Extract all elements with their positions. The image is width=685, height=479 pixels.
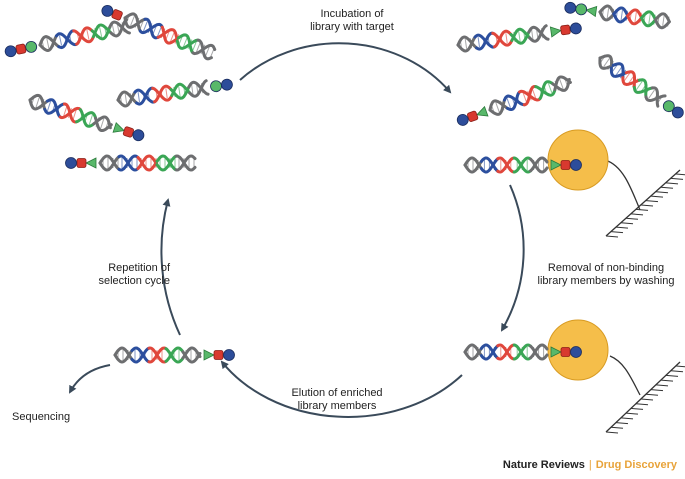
arrow-incubation <box>239 42 452 94</box>
target-bead-1 <box>547 129 641 211</box>
target-bead-2 <box>547 319 641 396</box>
library-member <box>28 93 145 142</box>
library-member <box>564 1 671 30</box>
publisher-name: Nature Reviews <box>502 459 585 471</box>
library-member <box>116 78 233 108</box>
journal-credit: Nature Reviews|Drug Discovery <box>503 459 677 471</box>
journal-name: Drug Discovery <box>595 459 677 471</box>
library-member <box>456 75 572 126</box>
credit-separator: | <box>588 459 592 471</box>
library-member <box>4 18 131 58</box>
arrow-sequencing <box>69 364 111 394</box>
solid-support-2 <box>605 361 685 434</box>
arrow-washing <box>500 184 525 332</box>
step-label-elution: Elution of enriched library members <box>291 387 383 412</box>
library-member <box>463 343 582 361</box>
step-label-repetition: Repetition of selection cycle <box>98 262 170 287</box>
library-member <box>65 154 197 172</box>
arrow-repetition <box>160 198 181 336</box>
library-member <box>101 4 217 61</box>
step-label-sequencing: Sequencing <box>12 411 71 423</box>
library-member <box>113 346 235 364</box>
library-member <box>456 22 582 53</box>
library-member <box>463 156 582 174</box>
step-label-removal: Removal of non-binding library members b… <box>537 262 675 287</box>
library-member <box>598 54 684 119</box>
step-label-incubation: Incubation of library with target <box>310 8 394 33</box>
solid-support-1 <box>605 169 685 238</box>
arrow-elution <box>220 360 463 418</box>
